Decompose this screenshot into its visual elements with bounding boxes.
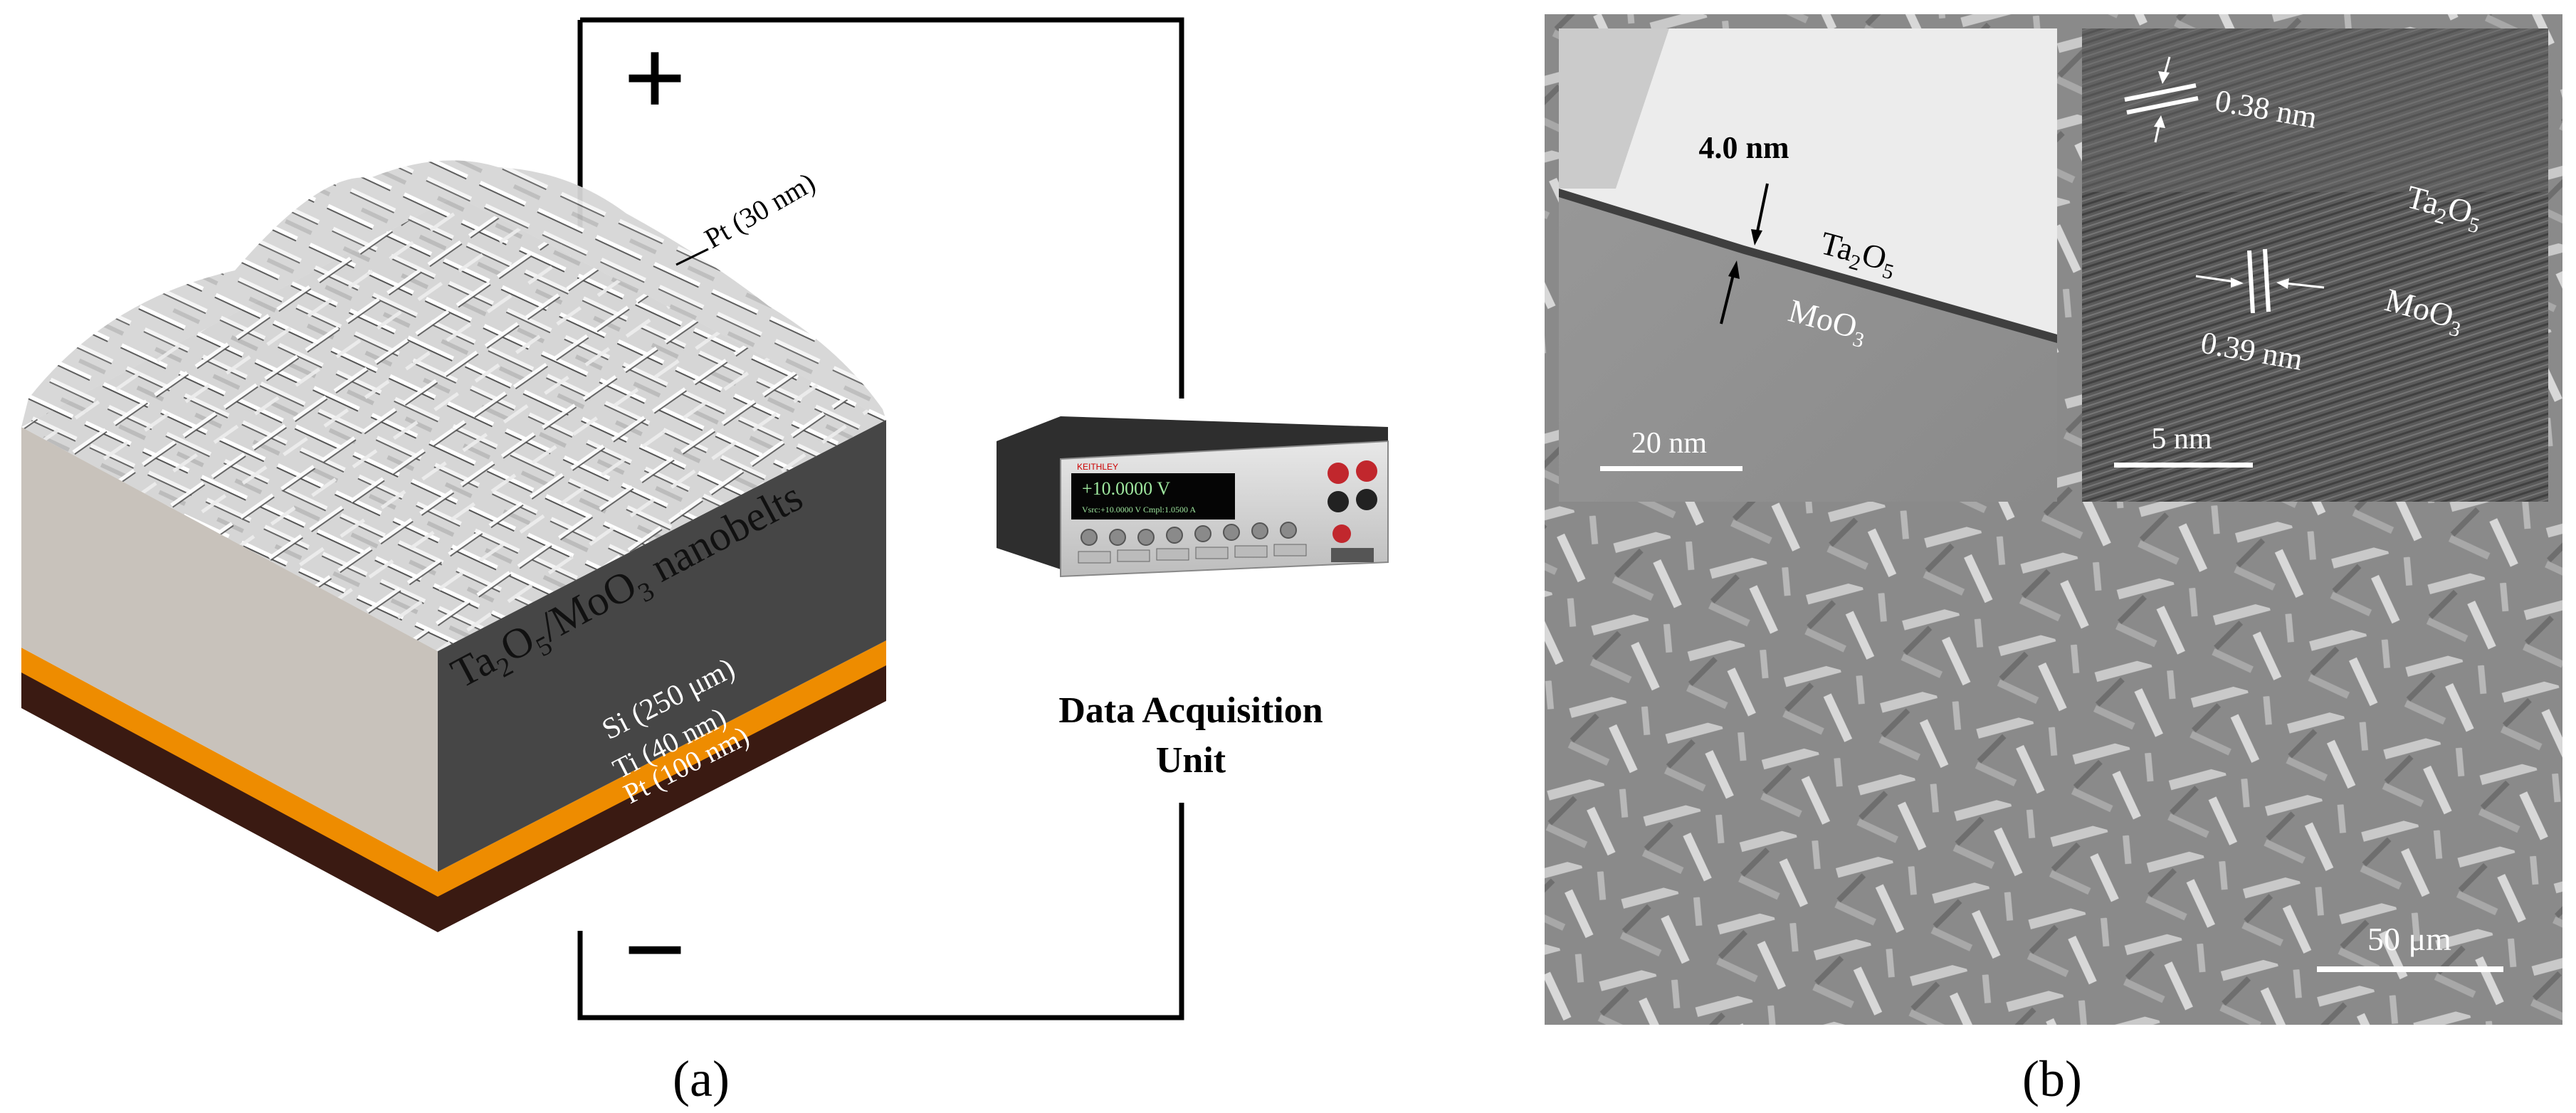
tem-inset-right: 0.38 nm Ta2O5 MoO3 0.39 nm 5 nm bbox=[2082, 28, 2548, 502]
minus-sign: − bbox=[624, 889, 686, 1008]
thickness-arrow-bottom bbox=[1720, 271, 1735, 325]
panel-b-caption: (b) bbox=[2022, 1050, 2082, 1107]
plus-sign: + bbox=[624, 17, 686, 137]
tem-right-scale-label: 5 nm bbox=[2151, 423, 2212, 455]
instrument-brand: KEITHLEY bbox=[1077, 462, 1118, 472]
thickness-label: 4.0 nm bbox=[1698, 130, 1789, 165]
sem-scale-label: 50 μm bbox=[2367, 921, 2451, 957]
tem-left-ta2o5-label: Ta2O5 bbox=[1816, 224, 1901, 284]
instrument-display bbox=[1071, 473, 1235, 519]
daq-label-line2: Unit bbox=[1156, 740, 1226, 781]
daq-label-line1: Data Acquisition bbox=[1058, 690, 1323, 731]
tem-inset-left: 4.0 nm Ta2O5 MoO3 20 nm bbox=[1559, 28, 2057, 502]
instrument-display-line1: +10.0000 V bbox=[1082, 478, 1170, 499]
si-side-face bbox=[21, 427, 438, 872]
pt-top-label: Pt (30 nm) bbox=[699, 166, 821, 255]
panel-a-caption: (a) bbox=[673, 1050, 730, 1107]
instrument-display-line2: Vsrc:+10.0000 V Cmpl:1.0500 A bbox=[1082, 505, 1196, 515]
data-acquisition-instrument: KEITHLEY +10.0000 V Vsrc:+10.0000 V Cmpl… bbox=[975, 399, 1402, 669]
tem-right-scale-bar bbox=[2114, 463, 2253, 468]
sem-scale-bar bbox=[2317, 966, 2503, 972]
device-stack bbox=[21, 160, 886, 932]
nanobelt-mound bbox=[21, 160, 886, 427]
pt-bottom-layer bbox=[21, 662, 886, 932]
tem-left-scale-bar bbox=[1600, 466, 1742, 471]
si-front-face bbox=[438, 420, 886, 872]
tem-left-scale-label: 20 nm bbox=[1631, 427, 1708, 460]
thickness-arrow-top bbox=[1755, 183, 1769, 236]
tem-right-moo3-label: MoO3 bbox=[2380, 281, 2468, 342]
